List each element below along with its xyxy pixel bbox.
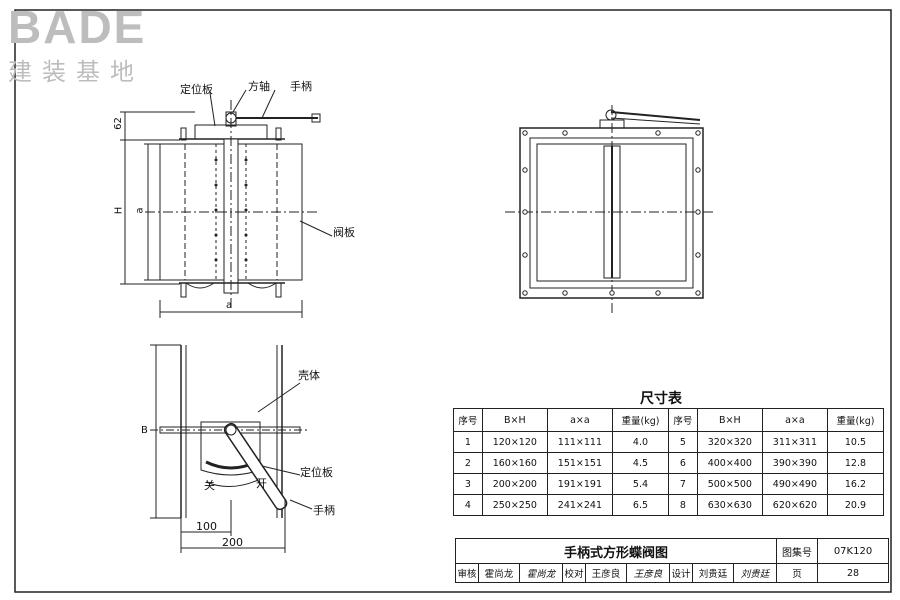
table-cell: 4.0 [611, 431, 669, 453]
check-label: 校对 [562, 563, 586, 583]
col-header: B×H [481, 408, 548, 432]
label-shell: 壳体 [298, 369, 320, 382]
reviewer-signature: 霍尚龙 [519, 563, 563, 583]
review-label: 审核 [455, 563, 479, 583]
sheet-border [14, 9, 892, 593]
reviewer-name: 霍尚龙 [478, 563, 520, 583]
col-header: 序号 [453, 408, 483, 432]
table-row: 2 160×160 151×151 4.5 6 400×400 390×390 … [453, 452, 885, 474]
label-square-shaft: 方轴 [248, 80, 270, 93]
table-cell: 5 [667, 431, 698, 453]
col-header: 重量(kg) [826, 408, 885, 432]
table-cell: 6 [667, 452, 698, 474]
title-block: 手柄式方形蝶阀图 图集号 07K120 审核 霍尚龙 霍尚龙 校对 王彦良 王彦… [455, 538, 889, 583]
table-cell: 490×490 [761, 473, 828, 495]
checker-signature: 王彦良 [626, 563, 670, 583]
table-cell: 311×311 [761, 431, 828, 453]
dim-H: H [113, 206, 125, 215]
designer-signature: 刘贵廷 [733, 563, 777, 583]
table-cell: 250×250 [481, 494, 548, 516]
table-cell: 390×390 [761, 452, 828, 474]
table-cell: 241×241 [546, 494, 613, 516]
table-cell: 16.2 [826, 473, 885, 495]
label-close: 关 [204, 479, 215, 492]
logo-subtitle: 建装基地 [8, 58, 144, 86]
col-header: 重量(kg) [611, 408, 669, 432]
table-cell: 500×500 [696, 473, 763, 495]
table-row: 1 120×120 111×111 4.0 5 320×320 311×311 … [453, 431, 885, 453]
col-header: 序号 [667, 408, 698, 432]
table-cell: 6.5 [611, 494, 669, 516]
label-valve-plate: 阀板 [333, 226, 355, 239]
table-cell: 191×191 [546, 473, 613, 495]
dim-table-header-row: 序号 B×H a×a 重量(kg) 序号 B×H a×a 重量(kg) [453, 408, 885, 432]
atlas-label: 图集号 [776, 538, 818, 564]
logo-brand: BADE [8, 1, 147, 53]
designer-name: 刘贵廷 [692, 563, 734, 583]
handle-view [150, 344, 313, 553]
table-cell: 151×151 [546, 452, 613, 474]
table-cell: 620×620 [761, 494, 828, 516]
dim-100: 100 [196, 520, 217, 533]
checker-name: 王彦良 [585, 563, 627, 583]
atlas-number: 07K120 [817, 538, 889, 564]
table-cell: 5.4 [611, 473, 669, 495]
table-cell: 400×400 [696, 452, 763, 474]
dim-200: 200 [222, 536, 243, 549]
table-cell: 2 [453, 452, 483, 474]
dim-62: 62 [112, 117, 124, 130]
table-cell: 4.5 [611, 452, 669, 474]
page-number: 28 [817, 563, 889, 583]
label-positioning-plate: 定位板 [180, 83, 213, 96]
table-cell: 7 [667, 473, 698, 495]
table-row: 3 200×200 191×191 5.4 7 500×500 490×490 … [453, 473, 885, 495]
label-positioning-plate-2: 定位板 [300, 466, 333, 479]
table-cell: 10.5 [826, 431, 885, 453]
col-header: B×H [696, 408, 763, 432]
side-view [505, 105, 715, 315]
label-handle-2: 手柄 [313, 504, 335, 517]
dim-table-title: 尺寸表 [640, 391, 682, 407]
col-header: a×a [761, 408, 828, 432]
col-header: a×a [546, 408, 613, 432]
table-cell: 200×200 [481, 473, 548, 495]
table-cell: 120×120 [481, 431, 548, 453]
table-cell: 8 [667, 494, 698, 516]
dim-table: 序号 B×H a×a 重量(kg) 序号 B×H a×a 重量(kg) 1 12… [453, 408, 885, 516]
logo: BADE 建装基地 [8, 4, 146, 87]
table-row: 4 250×250 241×241 6.5 8 630×630 620×620 … [453, 494, 885, 516]
dim-a-horizontal: a [226, 300, 233, 311]
dim-a-vertical: a [134, 207, 146, 214]
label-open: 开 [256, 477, 267, 490]
table-cell: 1 [453, 431, 483, 453]
table-cell: 12.8 [826, 452, 885, 474]
label-handle: 手柄 [290, 80, 312, 93]
table-cell: 20.9 [826, 494, 885, 516]
table-cell: 320×320 [696, 431, 763, 453]
drawing-title: 手柄式方形蝶阀图 [455, 538, 777, 564]
table-cell: 630×630 [696, 494, 763, 516]
table-cell: 4 [453, 494, 483, 516]
dim-B: B [141, 425, 148, 436]
design-label: 设计 [669, 563, 693, 583]
table-cell: 3 [453, 473, 483, 495]
front-view [120, 89, 333, 318]
page-label: 页 [776, 563, 818, 583]
table-cell: 160×160 [481, 452, 548, 474]
table-cell: 111×111 [546, 431, 613, 453]
